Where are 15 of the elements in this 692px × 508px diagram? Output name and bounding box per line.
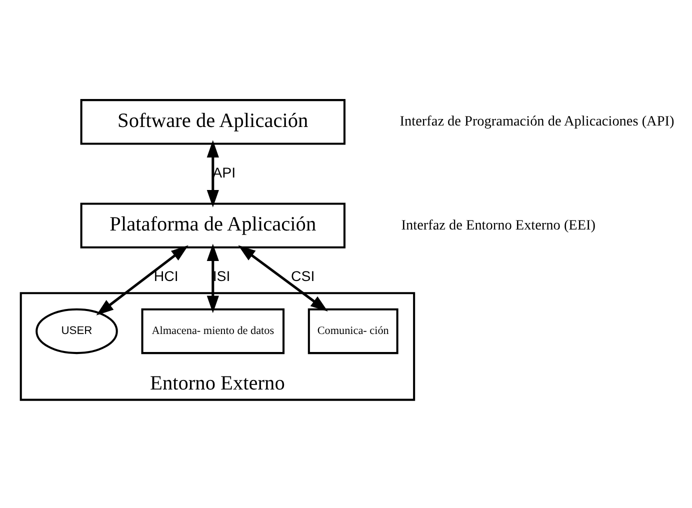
- label: Interfaz de Programación de Aplicaciones (API): [400, 114, 674, 130]
- arrow: [206, 244, 219, 314]
- edge-label: ISI: [212, 269, 230, 286]
- edge-label: CSI: [290, 269, 315, 286]
- arrow: [206, 140, 219, 208]
- edge-label: API: [212, 165, 236, 182]
- edge-label: HCI: [154, 269, 178, 286]
- arrow: [96, 245, 188, 316]
- node-box: Software de Aplicación: [80, 99, 346, 145]
- node-box: Plataforma de Aplicación: [80, 202, 346, 248]
- node-box: Comunica- ción: [308, 308, 398, 354]
- node-ellipse: USER: [36, 308, 118, 354]
- label: Interfaz de Entorno Externo (EEI): [401, 217, 596, 234]
- arrow: [238, 245, 328, 312]
- node-box: Almacena- miento de datos: [141, 308, 285, 354]
